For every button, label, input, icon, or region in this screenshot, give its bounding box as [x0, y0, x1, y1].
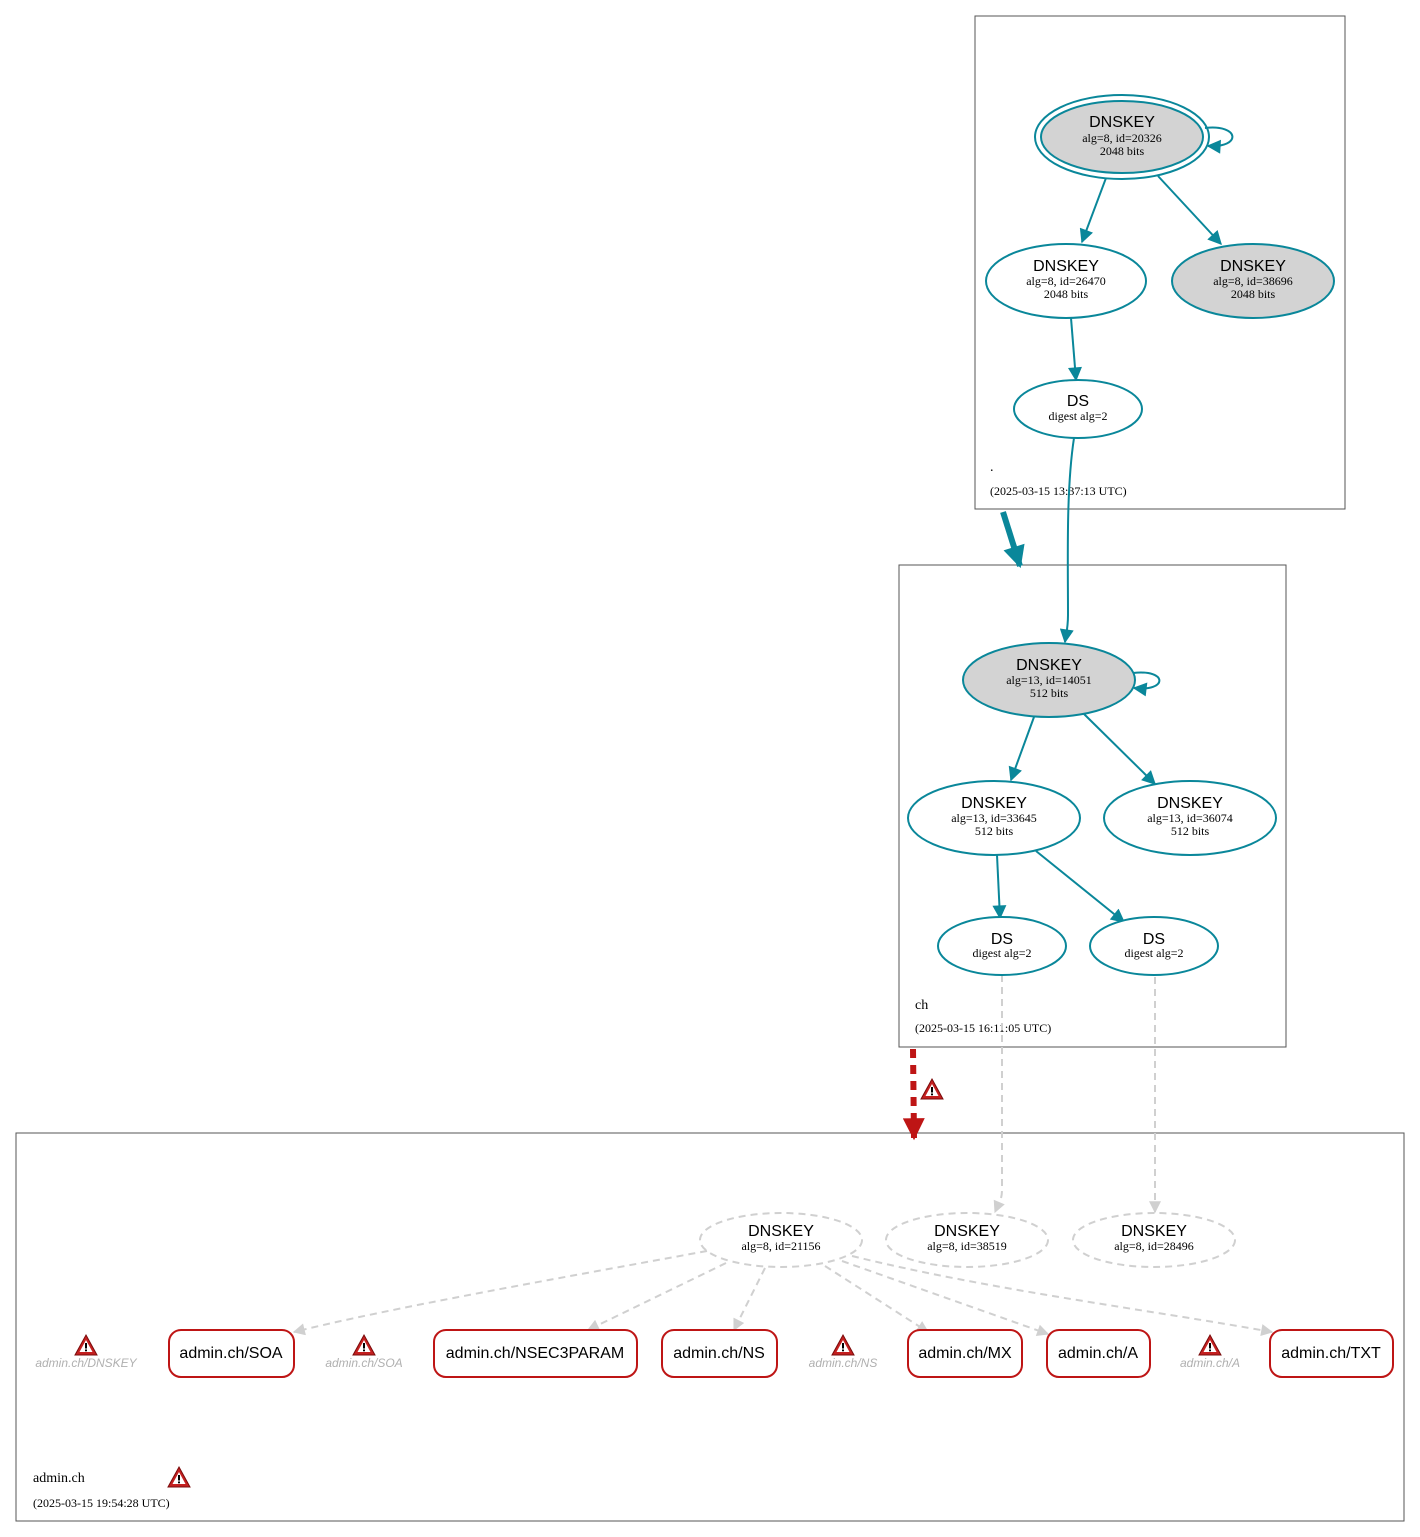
edge-root-ksk-self — [1204, 126, 1234, 154]
warning-icon — [352, 1334, 376, 1356]
rrset-ns-label: admin.ch/NS — [673, 1345, 765, 1362]
node-ch-zsk1[interactable]: DNSKEY alg=13, id=33645 512 bits — [907, 780, 1081, 856]
missing-a[interactable]: admin.ch/A — [1180, 1334, 1240, 1370]
edge-ch-ds1-admin-key2 — [993, 975, 1005, 1214]
node-root-ksk-line1: alg=8, id=20326 — [1082, 131, 1162, 145]
node-ch-ksk-line2: 512 bits — [1030, 686, 1069, 700]
rrset-a-label: admin.ch/A — [1058, 1345, 1138, 1362]
node-root-ksk2-title: DNSKEY — [1220, 258, 1286, 275]
node-ch-ksk[interactable]: DNSKEY alg=13, id=14051 512 bits — [962, 642, 1136, 718]
edge-admin-key1-soa — [292, 1250, 708, 1336]
node-ch-zsk1-title: DNSKEY — [961, 795, 1027, 812]
edge-admin-key1-nsec3param — [586, 1262, 727, 1331]
edge-root-ds-ch-ksk — [1059, 437, 1075, 644]
rrset-txt-label: admin.ch/TXT — [1281, 1345, 1381, 1362]
node-root-ds-title: DS — [1067, 393, 1089, 410]
node-root-zsk1-title: DNSKEY — [1033, 258, 1099, 275]
edge-admin-key1-ns — [733, 1267, 766, 1332]
missing-dnskey-label: admin.ch/DNSKEY — [35, 1356, 137, 1370]
node-root-ksk2[interactable]: DNSKEY alg=8, id=38696 2048 bits — [1171, 243, 1335, 319]
zone-admin-name: admin.ch — [33, 1471, 85, 1486]
node-ch-zsk2[interactable]: DNSKEY alg=13, id=36074 512 bits — [1103, 780, 1277, 856]
missing-a-label: admin.ch/A — [1180, 1356, 1240, 1370]
node-root-ksk[interactable]: DNSKEY alg=8, id=20326 2048 bits — [1034, 94, 1210, 180]
zone-ch-timestamp: (2025-03-15 16:11:05 UTC) — [915, 1021, 1051, 1035]
node-admin-key1-line1: alg=8, id=21156 — [741, 1239, 820, 1253]
node-admin-key3[interactable]: DNSKEY alg=8, id=28496 — [1072, 1212, 1236, 1268]
edge-ch-ksk-self — [1132, 671, 1161, 697]
node-ch-ds2-title: DS — [1143, 931, 1165, 948]
warning-icon — [831, 1334, 855, 1356]
node-admin-key1-title: DNSKEY — [748, 1223, 814, 1240]
edge-ch-zsk1-ds2 — [1035, 850, 1126, 923]
node-root-ds-line1: digest alg=2 — [1048, 409, 1107, 423]
zone-root-timestamp: (2025-03-15 13:37:13 UTC) — [990, 484, 1127, 498]
missing-soa-label: admin.ch/SOA — [325, 1356, 402, 1370]
rrset-mx-label: admin.ch/MX — [918, 1345, 1012, 1362]
rrset-soa[interactable]: admin.ch/SOA — [168, 1329, 295, 1378]
missing-ns[interactable]: admin.ch/NS — [809, 1334, 878, 1370]
node-root-zsk1-line1: alg=8, id=26470 — [1026, 274, 1106, 288]
node-ch-ds2-line1: digest alg=2 — [1124, 946, 1183, 960]
edge-ch-zsk1-ds1 — [992, 854, 1007, 920]
edge-delegation-root-ch — [1000, 511, 1025, 569]
warning-icon — [167, 1466, 191, 1488]
node-ch-zsk2-line1: alg=13, id=36074 — [1147, 811, 1233, 825]
node-root-ds[interactable]: DS digest alg=2 — [1013, 379, 1143, 439]
node-admin-key3-line1: alg=8, id=28496 — [1114, 1239, 1194, 1253]
missing-soa[interactable]: admin.ch/SOA — [325, 1334, 403, 1370]
node-root-ksk2-line2: 2048 bits — [1231, 287, 1276, 301]
node-root-ksk-title: DNSKEY — [1089, 114, 1155, 131]
zone-admin-timestamp: (2025-03-15 19:54:28 UTC) — [33, 1496, 170, 1510]
node-ch-ds1[interactable]: DS digest alg=2 — [937, 916, 1067, 976]
warning-icon — [1198, 1334, 1222, 1356]
rrset-nsec3param-label: admin.ch/NSEC3PARAM — [446, 1345, 624, 1362]
edge-ch-ksk-zsk2 — [1083, 713, 1156, 785]
node-admin-key1[interactable]: DNSKEY alg=8, id=21156 — [699, 1212, 863, 1268]
node-admin-key2[interactable]: DNSKEY alg=8, id=38519 — [885, 1212, 1049, 1268]
rrset-nsec3param[interactable]: admin.ch/NSEC3PARAM — [433, 1329, 638, 1378]
node-root-zsk1-line2: 2048 bits — [1044, 287, 1089, 301]
rrset-txt[interactable]: admin.ch/TXT — [1269, 1329, 1394, 1378]
edge-admin-key1-mx — [824, 1265, 930, 1333]
edge-root-ksk-ksk2 — [1157, 175, 1222, 246]
edge-admin-key1-txt — [851, 1255, 1274, 1336]
edge-admin-key1-a — [841, 1260, 1050, 1337]
edge-root-zsk1-ds — [1068, 317, 1082, 382]
rrset-soa-label: admin.ch/SOA — [179, 1345, 282, 1362]
node-ch-zsk2-line2: 512 bits — [1171, 824, 1210, 838]
node-ch-ds2[interactable]: DS digest alg=2 — [1089, 916, 1219, 976]
node-ch-ksk-line1: alg=13, id=14051 — [1006, 673, 1092, 687]
rrset-ns[interactable]: admin.ch/NS — [661, 1329, 778, 1378]
rrset-mx[interactable]: admin.ch/MX — [907, 1329, 1023, 1378]
edge-root-ksk-zsk1 — [1079, 177, 1107, 244]
zone-admin: admin.ch (2025-03-15 19:54:28 UTC) — [15, 1132, 1405, 1522]
node-admin-key2-title: DNSKEY — [934, 1223, 1000, 1240]
zone-root: . (2025-03-15 13:37:13 UTC) — [974, 15, 1346, 510]
edge-ch-ksk-zsk1 — [1008, 716, 1035, 782]
missing-dnskey[interactable]: admin.ch/DNSKEY — [35, 1334, 138, 1370]
missing-ns-label: admin.ch/NS — [809, 1356, 878, 1370]
node-ch-zsk1-line2: 512 bits — [975, 824, 1014, 838]
edges — [292, 126, 1274, 1337]
zone-ch: ch (2025-03-15 16:11:05 UTC) — [898, 564, 1287, 1048]
node-root-zsk1[interactable]: DNSKEY alg=8, id=26470 2048 bits — [985, 243, 1147, 319]
node-ch-zsk2-title: DNSKEY — [1157, 795, 1223, 812]
node-ch-zsk1-line1: alg=13, id=33645 — [951, 811, 1037, 825]
node-admin-key3-title: DNSKEY — [1121, 1223, 1187, 1240]
warning-icon — [920, 1078, 944, 1100]
node-ch-ksk-title: DNSKEY — [1016, 657, 1082, 674]
node-ch-ds1-title: DS — [991, 931, 1013, 948]
node-admin-key2-line1: alg=8, id=38519 — [927, 1239, 1007, 1253]
rrset-a[interactable]: admin.ch/A — [1046, 1329, 1151, 1378]
node-root-ksk2-line1: alg=8, id=38696 — [1213, 274, 1293, 288]
warning-icon — [74, 1334, 98, 1356]
edge-delegation-ch-admin — [902, 1048, 925, 1141]
node-root-ksk-line2: 2048 bits — [1100, 144, 1145, 158]
node-ch-ds1-line1: digest alg=2 — [972, 946, 1031, 960]
zone-root-name: . — [990, 460, 994, 475]
zone-ch-name: ch — [915, 998, 928, 1013]
